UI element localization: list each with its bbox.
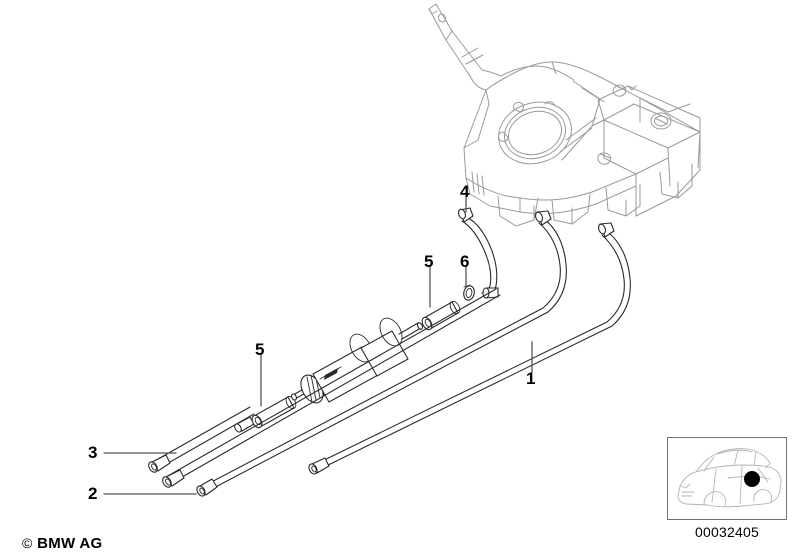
tube-item-1	[162, 288, 501, 488]
callout-label-6: 6	[460, 252, 470, 271]
tube-item-3	[148, 406, 255, 473]
copyright-icon: ©	[22, 535, 33, 551]
copyright-notice: © BMW AG	[22, 535, 103, 552]
vehicle-thumbnail-icon	[677, 448, 782, 508]
part-number-label: 00032405	[695, 524, 759, 540]
callout-label-3: 3	[88, 443, 98, 462]
callout-label-4: 4	[460, 182, 470, 201]
clamp-item-6	[463, 284, 475, 301]
sleeve-item-5-lower	[251, 395, 297, 429]
tube-item-4	[457, 207, 499, 299]
callout-label-5-lower: 5	[255, 340, 265, 359]
tube-right	[308, 222, 631, 475]
location-marker-dot	[744, 471, 760, 487]
callout-label-1: 1	[526, 369, 536, 388]
copyright-text: BMW AG	[37, 535, 103, 552]
tube-middle	[196, 210, 567, 497]
sleeve-item-5-upper	[421, 300, 461, 331]
callout-label-2: 2	[88, 484, 98, 503]
callout-label-5-upper: 5	[424, 252, 434, 271]
vehicle-location-thumbnail	[667, 437, 787, 520]
